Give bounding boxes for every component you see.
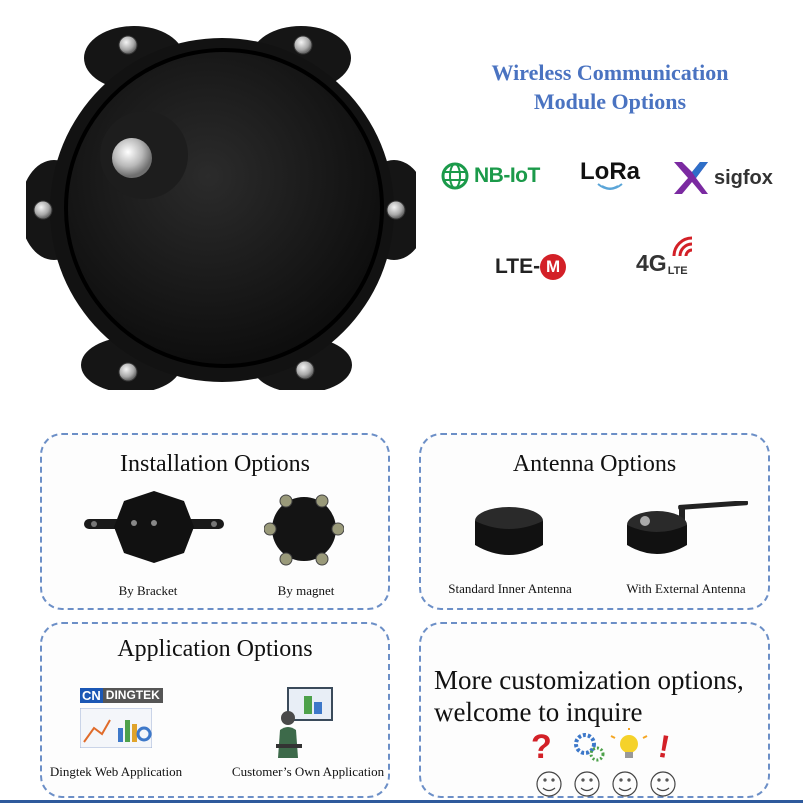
installation-title: Installation Options	[120, 451, 310, 477]
bottom-divider	[0, 800, 803, 803]
magnet-device-image	[264, 494, 344, 566]
more-customization-text: More customization options, welcome to i…	[434, 664, 769, 728]
caption-customer-own-app: Customer’s Own Application	[231, 764, 385, 779]
caption-standard-inner-antenna: Standard Inner Antenna	[448, 581, 572, 596]
globe-icon	[441, 162, 469, 190]
wifi-signal-icon	[672, 236, 693, 257]
application-options-panel: Application Options CN DINGTEK Dingtek W…	[40, 622, 390, 798]
lora-label: LoRa	[580, 158, 640, 185]
nbiot-logo: NB-IoT	[440, 156, 540, 196]
lightbulb-icon	[610, 728, 648, 758]
sensor-device-image	[26, 26, 416, 390]
installation-options-panel: Installation Options By Bracket By magne…	[40, 433, 390, 610]
svg-text:?: ?	[531, 728, 552, 766]
4g-label: 4G	[636, 250, 667, 276]
ltem-prefix: LTE-	[495, 255, 541, 278]
application-title: Application Options	[117, 636, 313, 662]
brand-cn-mark: CN	[80, 688, 103, 703]
svg-text:!: !	[656, 728, 673, 765]
antenna-title: Antenna Options	[512, 451, 677, 477]
signal-wave-icon	[597, 183, 623, 190]
brand-name: DINGTEK	[102, 688, 163, 703]
nbiot-label: NB-IoT	[474, 164, 540, 187]
dashboard-chart-icon	[80, 708, 152, 748]
ideas-illustration-icon: ? !	[531, 728, 676, 797]
more-line1: More customization options,	[434, 665, 744, 695]
4g-lte-logo: 4G LTE	[636, 234, 706, 277]
ltem-suffix: M	[546, 257, 561, 276]
bracket-device-image	[84, 491, 224, 563]
sigfox-logo: sigfox	[670, 160, 773, 196]
wireless-module-title: Wireless Communication Module Options	[420, 58, 800, 116]
ltem-m-badge: M	[540, 254, 567, 280]
caption-by-magnet: By magnet	[277, 583, 335, 598]
sigfox-label: sigfox	[714, 166, 773, 189]
more-customization-panel: More customization options, welcome to i…	[419, 622, 770, 798]
wireless-title-line1: Wireless Communication	[491, 60, 729, 85]
lte-sub-label: LTE	[667, 265, 688, 277]
external-antenna-device-image	[627, 501, 749, 554]
caption-by-bracket: By Bracket	[118, 583, 178, 598]
antenna-options-panel: Antenna Options Standard Inner Antenna W…	[419, 433, 770, 610]
caption-dingtek-web-app: Dingtek Web Application	[49, 764, 183, 779]
smiley-faces-icon	[536, 771, 676, 797]
wireless-title-line2: Module Options	[533, 89, 687, 114]
sigfox-icon	[674, 162, 708, 194]
caption-external-antenna: With External Antenna	[626, 581, 746, 596]
gears-icon	[574, 733, 605, 762]
inner-antenna-device-image	[475, 507, 543, 555]
dingtek-brand-logo: CN DINGTEK	[80, 688, 163, 703]
lora-logo: LoRa	[580, 158, 640, 196]
user-at-computer-icon	[276, 687, 333, 758]
ltem-logo: LTE- M	[495, 254, 567, 280]
more-line2: welcome to inquire	[434, 697, 643, 727]
